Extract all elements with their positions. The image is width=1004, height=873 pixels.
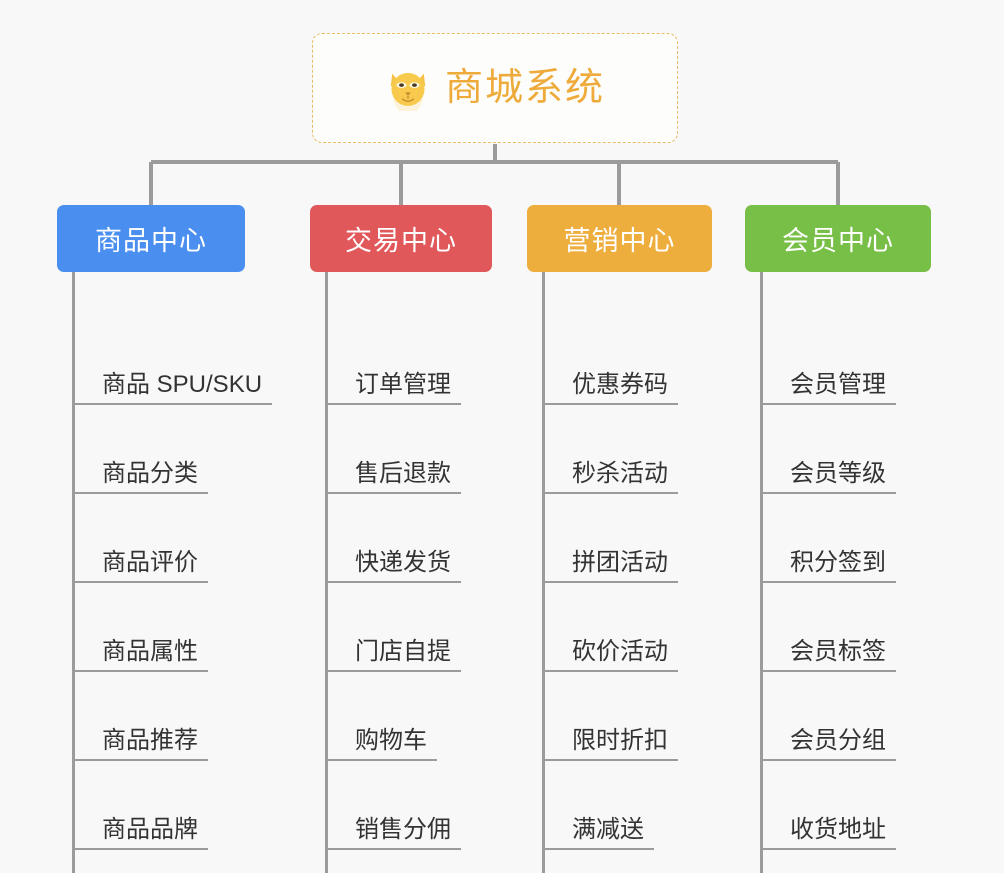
leaf-label: 商品 SPU/SKU [72, 371, 273, 405]
leaf-label: 销售分佣 [325, 816, 461, 850]
leaf-node[interactable]: 销售分佣 [325, 761, 461, 850]
leaf-label: 会员分组 [760, 727, 896, 761]
leaf-node[interactable]: 会员分组 [760, 672, 896, 761]
leaf-node[interactable]: 售后退款 [325, 405, 461, 494]
branch-member-center: 会员中心 会员管理 会员等级 积分签到 会员标签 会员分组 收货地址 [745, 205, 931, 873]
leaf-label: 门店自提 [325, 638, 461, 672]
branch-trunk-line [760, 272, 763, 873]
leaf-label: 商品品牌 [72, 816, 208, 850]
leaf-node[interactable]: 满减送 [542, 761, 654, 850]
branch-header-交易中心[interactable]: 交易中心 [310, 205, 492, 272]
leaf-label: 商品分类 [72, 460, 208, 494]
leaf-label: 商品属性 [72, 638, 208, 672]
leaf-node[interactable]: 积分签到 [760, 494, 896, 583]
leaf-node[interactable]: 商品推荐 [72, 672, 208, 761]
leaf-node[interactable]: 商品 SPU/SKU [72, 316, 273, 405]
leaf-label: 商品推荐 [72, 727, 208, 761]
leaf-node[interactable]: 砍价活动 [542, 583, 678, 672]
shiba-dog-face-icon [390, 72, 426, 111]
leaf-node[interactable]: 会员管理 [760, 316, 896, 405]
leaf-label: 售后退款 [325, 460, 461, 494]
leaf-label: 积分签到 [760, 549, 896, 583]
branch-trunk-line [72, 272, 75, 873]
branch-trade-center: 交易中心 订单管理 售后退款 快递发货 门店自提 购物车 销售分佣 [310, 205, 492, 873]
leaf-node[interactable]: 秒杀活动 [542, 405, 678, 494]
leaf-label: 优惠券码 [542, 371, 678, 405]
leaf-label: 会员标签 [760, 638, 896, 672]
mindmap-canvas: 商城系统 商品中心 商品 SPU/SKU 商品分类 商品评价 商品属性 商品推荐… [57, 33, 931, 873]
leaf-label: 快递发货 [325, 549, 461, 583]
branch-header-营销中心[interactable]: 营销中心 [527, 205, 712, 272]
leaf-label: 满减送 [542, 816, 654, 850]
branch-header-商品中心[interactable]: 商品中心 [57, 205, 245, 272]
leaf-node[interactable]: 商品评价 [72, 494, 208, 583]
leaf-label: 购物车 [325, 727, 437, 761]
leaf-node[interactable]: 快递发货 [325, 494, 461, 583]
leaf-node[interactable]: 会员标签 [760, 583, 896, 672]
leaf-node[interactable]: 优惠券码 [542, 316, 678, 405]
leaf-node[interactable]: 限时折扣 [542, 672, 678, 761]
root-node[interactable]: 商城系统 [312, 33, 678, 143]
branch-header-会员中心[interactable]: 会员中心 [745, 205, 931, 272]
branch-product-center: 商品中心 商品 SPU/SKU 商品分类 商品评价 商品属性 商品推荐 商品品牌 [57, 205, 273, 873]
leaf-node[interactable]: 商品属性 [72, 583, 208, 672]
leaf-node[interactable]: 订单管理 [325, 316, 461, 405]
leaf-label: 会员等级 [760, 460, 896, 494]
branch-trunk-line [542, 272, 545, 873]
leaf-node[interactable]: 会员等级 [760, 405, 896, 494]
leaf-label: 商品评价 [72, 549, 208, 583]
leaf-node[interactable]: 拼团活动 [542, 494, 678, 583]
leaf-label: 砍价活动 [542, 638, 678, 672]
leaf-node[interactable]: 商品分类 [72, 405, 208, 494]
root-title: 商城系统 [444, 67, 605, 109]
leaf-label: 会员管理 [760, 371, 896, 405]
branch-marketing-center: 营销中心 优惠券码 秒杀活动 拼团活动 砍价活动 限时折扣 满减送 [527, 205, 712, 873]
leaf-label: 拼团活动 [542, 549, 678, 583]
branch-trunk-line [325, 272, 328, 873]
leaf-label: 限时折扣 [542, 727, 678, 761]
leaf-label: 收货地址 [760, 816, 896, 850]
leaf-label: 秒杀活动 [542, 460, 678, 494]
leaf-node[interactable]: 购物车 [325, 672, 437, 761]
leaf-node[interactable]: 门店自提 [325, 583, 461, 672]
leaf-node[interactable]: 商品品牌 [72, 761, 208, 850]
leaf-node[interactable]: 收货地址 [760, 761, 896, 850]
leaf-label: 订单管理 [325, 371, 461, 405]
